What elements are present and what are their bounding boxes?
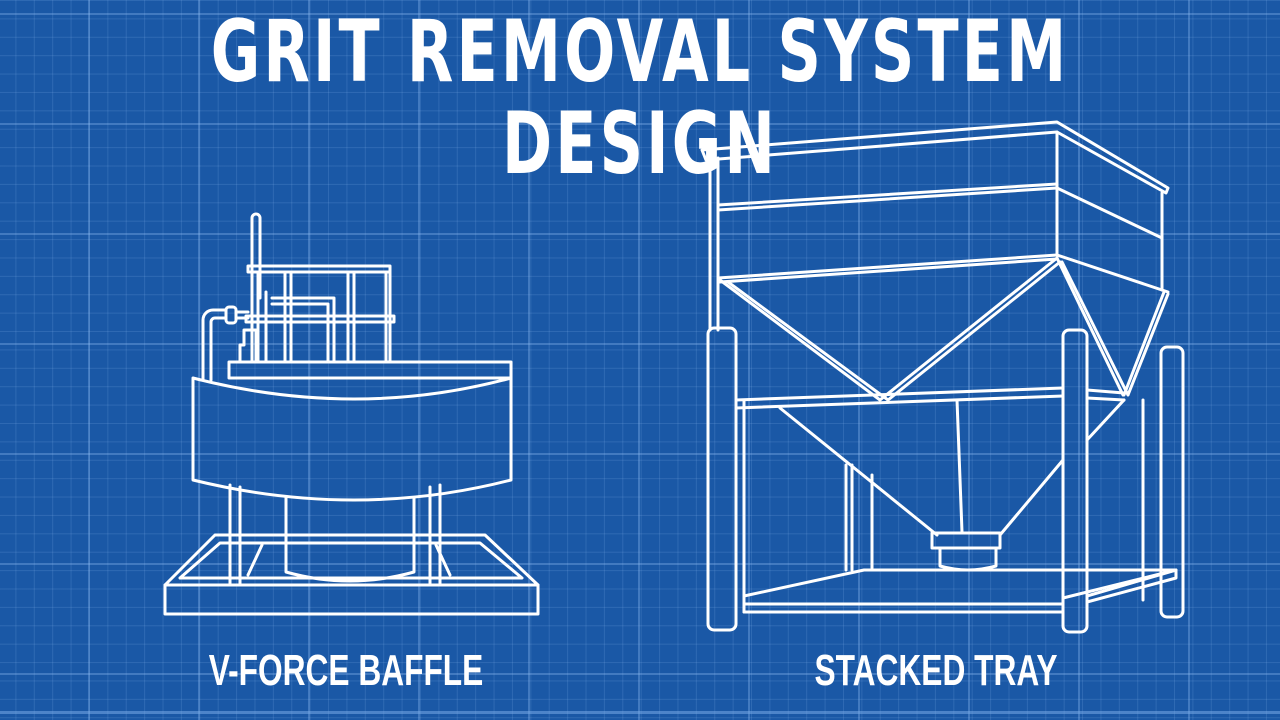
bottom-divider <box>0 711 1280 714</box>
v-force-baffle-label: V-FORCE BAFFLE <box>208 646 484 695</box>
page-title: GRIT REMOVAL SYSTEM DESIGN <box>210 2 1070 194</box>
stacked-tray-label: STACKED TRAY <box>814 646 1058 695</box>
